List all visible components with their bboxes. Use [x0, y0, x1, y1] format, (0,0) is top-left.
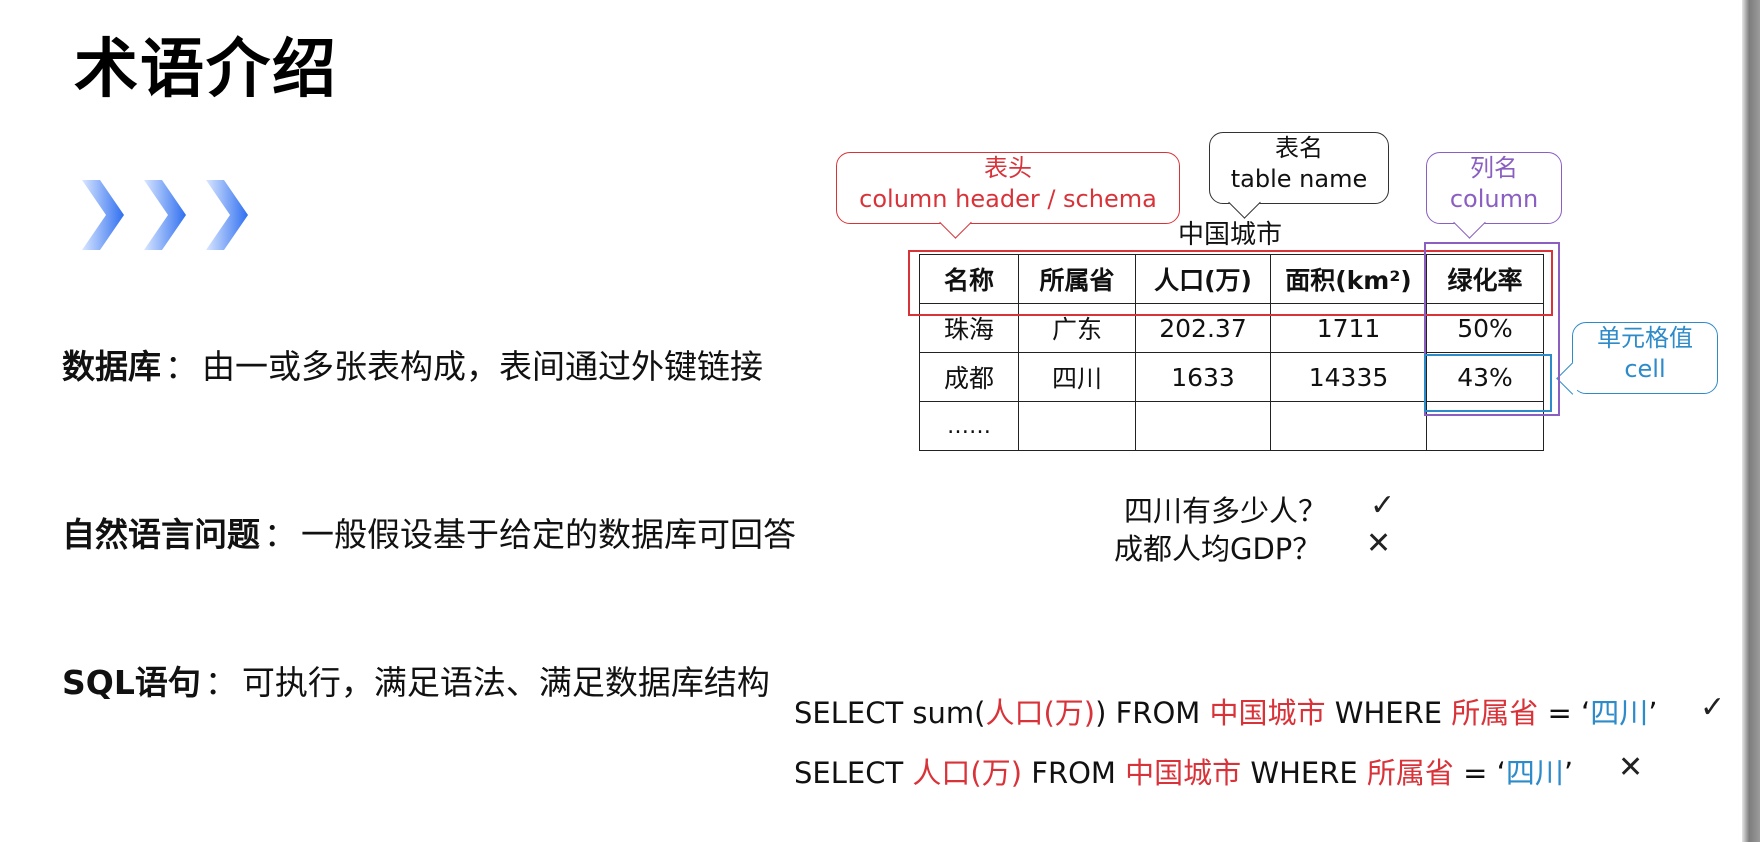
- table-caption: 中国城市: [1178, 220, 1283, 250]
- cross-icon: ✕: [1618, 750, 1644, 785]
- table-row: 珠海 广东 202.37 1711 50%: [919, 303, 1544, 353]
- table-cell: 四川: [1018, 352, 1136, 402]
- sql-quote: ’: [1563, 756, 1574, 790]
- term-nl-question: 自然语言问题：一般假设基于给定的数据库可回答: [62, 508, 796, 556]
- term-sql: SQL语句：可执行，满足语法、满足数据库结构: [62, 656, 770, 704]
- callout-en: column header / schema: [859, 185, 1157, 213]
- slide-title: 术语介绍: [74, 33, 338, 107]
- window-edge: [1742, 0, 1760, 842]
- sql-operator: = ‘: [1538, 696, 1591, 730]
- callout-zh: 列名: [1470, 154, 1518, 182]
- sql-invalid: SELECT 人口(万) FROM 中国城市 WHERE 所属省 = ‘四川’: [794, 750, 1573, 792]
- sql-operator: = ‘: [1453, 756, 1506, 790]
- callout-en: column: [1449, 185, 1539, 213]
- table-cell: [1270, 401, 1427, 451]
- term-description: 一般假设基于给定的数据库可回答: [301, 515, 796, 554]
- callout-zh: 表名: [1275, 134, 1323, 162]
- sql-column: 所属省: [1451, 696, 1539, 730]
- table-cell: 广东: [1018, 303, 1136, 353]
- term-label: SQL语句: [62, 663, 201, 702]
- sql-keyword: SELECT: [794, 756, 913, 790]
- callout-column: 列名 column: [1426, 152, 1562, 224]
- sql-column: 人口(万): [912, 756, 1023, 790]
- chevron-arrows-icon: [82, 180, 262, 250]
- table-cell: 1711: [1270, 303, 1427, 353]
- table-cell: 202.37: [1135, 303, 1271, 353]
- callout-en: cell: [1624, 355, 1666, 383]
- sql-table: 中国城市: [1209, 696, 1326, 730]
- table-row: 成都 四川 1633 14335 43%: [919, 352, 1544, 402]
- sql-table: 中国城市: [1125, 756, 1242, 790]
- header-highlight-box: [908, 250, 1553, 316]
- table-header-row: 名称 所属省 人口(万) 面积(km²) 绿化率: [919, 254, 1544, 304]
- table-cell: 成都: [919, 352, 1019, 402]
- sql-column: 所属省: [1366, 756, 1454, 790]
- callout-zh: 单元格值: [1597, 324, 1693, 352]
- table-cell: 1633: [1135, 352, 1271, 402]
- sql-keyword: SELECT sum(: [794, 696, 986, 730]
- sql-quote: ’: [1648, 696, 1658, 730]
- table-cell: 14335: [1270, 352, 1427, 402]
- term-separator: ：: [264, 515, 297, 554]
- check-icon: ✓: [1700, 690, 1726, 725]
- term-database: 数据库：由一或多张表构成，表间通过外键链接: [62, 340, 763, 388]
- column-header: 所属省: [1018, 254, 1136, 304]
- sql-keyword: ) FROM: [1095, 696, 1210, 730]
- term-description: 由一或多张表构成，表间通过外键链接: [202, 347, 763, 386]
- table-cell: 50%: [1426, 303, 1544, 353]
- table-cell: [1426, 401, 1544, 451]
- term-separator: ：: [165, 347, 198, 386]
- check-icon: ✓: [1370, 488, 1396, 523]
- term-label: 数据库: [62, 347, 161, 386]
- question-answerable: 四川有多少人？: [1124, 494, 1328, 528]
- term-description: 可执行，满足语法、满足数据库结构: [241, 663, 770, 702]
- callout-en: table name: [1230, 165, 1368, 193]
- city-table: 名称 所属省 人口(万) 面积(km²) 绿化率 珠海 广东 202.37 17…: [919, 254, 1544, 451]
- table-row: ……: [919, 401, 1544, 451]
- sql-keyword: WHERE: [1241, 756, 1367, 790]
- sql-valid: SELECT sum(人口(万)) FROM 中国城市 WHERE 所属省 = …: [794, 690, 1657, 732]
- term-separator: ：: [204, 663, 238, 702]
- table-cell: [1135, 401, 1271, 451]
- question-unanswerable: 成都人均GDP？: [1114, 532, 1322, 566]
- table-cell: ……: [919, 401, 1019, 451]
- callout-zh: 表头: [984, 154, 1032, 182]
- cross-icon: ✕: [1366, 526, 1392, 561]
- sql-value: 四川: [1590, 696, 1649, 730]
- cell-highlight-box: [1424, 354, 1552, 412]
- callout-cell: 单元格值 cell: [1572, 322, 1718, 394]
- column-highlight-box: [1424, 242, 1560, 416]
- column-header: 绿化率: [1426, 254, 1544, 304]
- table-cell: 珠海: [919, 303, 1019, 353]
- sql-keyword: FROM: [1022, 756, 1126, 790]
- sql-column: 人口(万): [985, 696, 1096, 730]
- table-cell: 43%: [1426, 352, 1544, 402]
- callout-column-header: 表头 column header / schema: [836, 152, 1180, 224]
- column-header: 人口(万): [1135, 254, 1271, 304]
- sql-value: 四川: [1505, 756, 1564, 790]
- table-cell: [1018, 401, 1136, 451]
- column-header: 面积(km²): [1270, 254, 1427, 304]
- term-label: 自然语言问题: [62, 515, 260, 554]
- sql-keyword: WHERE: [1325, 696, 1452, 730]
